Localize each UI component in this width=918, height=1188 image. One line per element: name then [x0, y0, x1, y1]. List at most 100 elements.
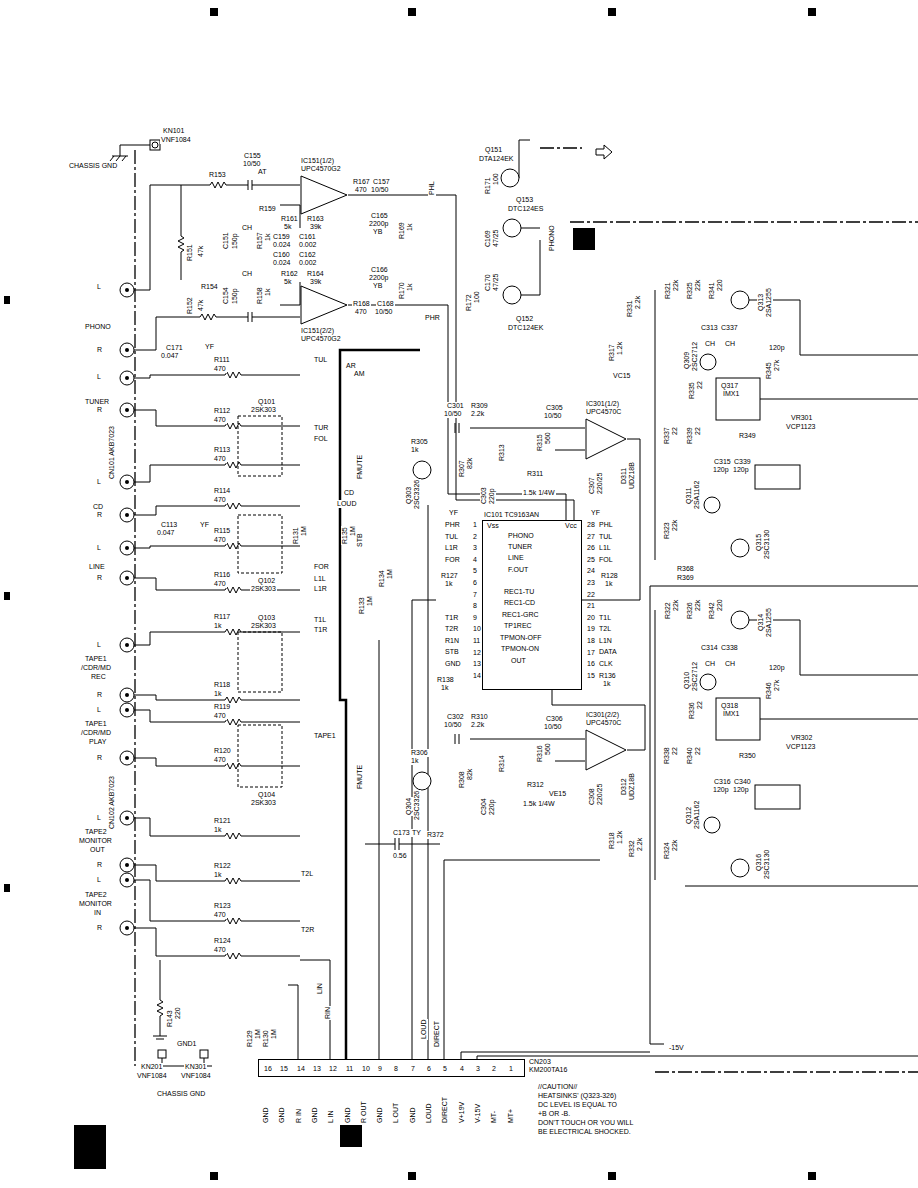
part-label: CHASSIS GND	[156, 1090, 206, 1098]
part-label: 4	[459, 1065, 465, 1073]
part-label: R121	[213, 817, 232, 825]
part-label: 27	[586, 533, 596, 541]
part-label: C338	[720, 644, 739, 652]
part-label: 470	[213, 712, 227, 720]
part-label: STB	[444, 648, 460, 656]
part-label: L1R	[313, 585, 328, 593]
part-label: 1	[508, 1065, 514, 1073]
part-label: IMX1	[722, 390, 740, 398]
part-label: 22	[586, 591, 596, 599]
part-heading: IC301(2/2)UPC4570C	[585, 711, 622, 727]
part-label: R368	[676, 565, 695, 573]
part-label: FMUTE	[356, 764, 364, 790]
part-label: MONITOR	[78, 837, 113, 845]
signal-arrow	[596, 145, 612, 159]
part-label: 82k	[466, 768, 474, 781]
part-label: 1k	[406, 223, 414, 232]
part-label: Q104	[257, 791, 276, 799]
part-label: VE15	[548, 790, 567, 798]
part-label: C168	[376, 300, 395, 308]
part-label: TPMON-OFF	[499, 634, 543, 642]
part-label: DON'T TOUCH OR YOU WILL	[537, 1119, 634, 1127]
part-label: R323	[663, 521, 671, 540]
part-label: 1M	[300, 525, 308, 537]
part-label: KN201	[140, 1063, 163, 1071]
part-label: 0.56	[392, 852, 408, 860]
part-label: C154	[222, 286, 230, 305]
part-heading: IC151(1/2)UPC4570G2	[300, 157, 342, 173]
part-label: CH	[724, 660, 736, 668]
part-label: LINE	[507, 554, 525, 562]
part-label: 220	[174, 1006, 182, 1020]
part-label: 1M	[366, 595, 374, 607]
part-label: R170	[398, 281, 406, 300]
part-label: 10	[361, 1065, 371, 1073]
part-label: R169	[398, 221, 406, 240]
part-label: R119	[213, 703, 231, 711]
part-label: 470	[213, 946, 227, 954]
part-label: CH	[724, 340, 736, 348]
part-label: R171	[484, 176, 492, 195]
part-label: R136	[598, 672, 617, 680]
opamp-outline	[301, 176, 347, 214]
part-label: 82k	[466, 457, 474, 470]
part-label: 0.024	[272, 241, 292, 249]
part-label: L	[96, 478, 102, 486]
part-label: Q309	[683, 351, 691, 370]
part-label: 2.2k	[470, 721, 485, 729]
part-label: VNF1084	[180, 1072, 212, 1080]
part-label: R135	[341, 526, 349, 545]
part-label: Vss	[486, 522, 500, 530]
part-label: L1L	[313, 575, 327, 583]
part-label: PHR	[424, 314, 441, 322]
part-label: DATA	[598, 648, 618, 656]
part-label: 2.2k	[636, 837, 644, 852]
part-label: GND	[278, 1106, 286, 1124]
part-label: 22	[696, 700, 704, 710]
part-label: OUT	[510, 657, 527, 665]
part-label: PHONO	[84, 323, 112, 331]
part-label: 14	[472, 672, 482, 680]
part-label: AT	[257, 168, 267, 176]
part-label: R143	[166, 1009, 174, 1028]
part-label: DC LEVEL IS EQUAL TO	[537, 1101, 618, 1109]
part-label: Q317	[720, 382, 739, 390]
part-label: TAPE1	[313, 732, 337, 740]
part-label: 1k	[406, 283, 414, 292]
part-heading: CN203KM200TA16	[528, 1058, 568, 1074]
part-label: MONITOR	[78, 900, 113, 908]
part-label: VC15	[612, 372, 632, 380]
part-label: 1M	[386, 568, 394, 580]
opamp-outline	[585, 418, 627, 460]
part-label: R157	[256, 231, 264, 250]
part-label: REC1-TU	[503, 588, 535, 596]
part-label: 22k	[694, 599, 702, 612]
part-label: 9	[377, 1065, 383, 1073]
part-label: R	[96, 924, 103, 932]
part-label: C157	[372, 178, 391, 186]
part-label: 1.5k 1/4W	[522, 489, 556, 497]
part-label: C340	[733, 778, 752, 786]
part-label: R153	[208, 171, 227, 179]
part-label: 1k	[602, 680, 611, 688]
part-label: R332	[628, 839, 636, 858]
part-label: IMX1	[722, 710, 740, 718]
part-label: 120p	[768, 664, 786, 672]
part-label: R162	[280, 270, 299, 278]
part-label: 470	[213, 536, 227, 544]
part-label: 2SK303	[250, 585, 277, 593]
part-label: 10/50	[443, 410, 463, 418]
part-label: R325	[686, 281, 694, 300]
part-label: R316	[536, 744, 544, 763]
part-label: R350	[738, 752, 757, 760]
part-label: REC	[90, 673, 107, 681]
part-label: L1N	[598, 637, 613, 645]
part-label: L	[96, 283, 102, 291]
opamp-outline	[300, 285, 348, 325]
part-label: /CDR/MD	[80, 729, 112, 737]
ic-label: IC101 TC9163AN	[483, 511, 540, 519]
part-label: 1k	[213, 690, 222, 698]
part-label: 5	[442, 1065, 448, 1073]
part-label: 22	[696, 380, 704, 390]
part-label: STB	[356, 532, 364, 548]
